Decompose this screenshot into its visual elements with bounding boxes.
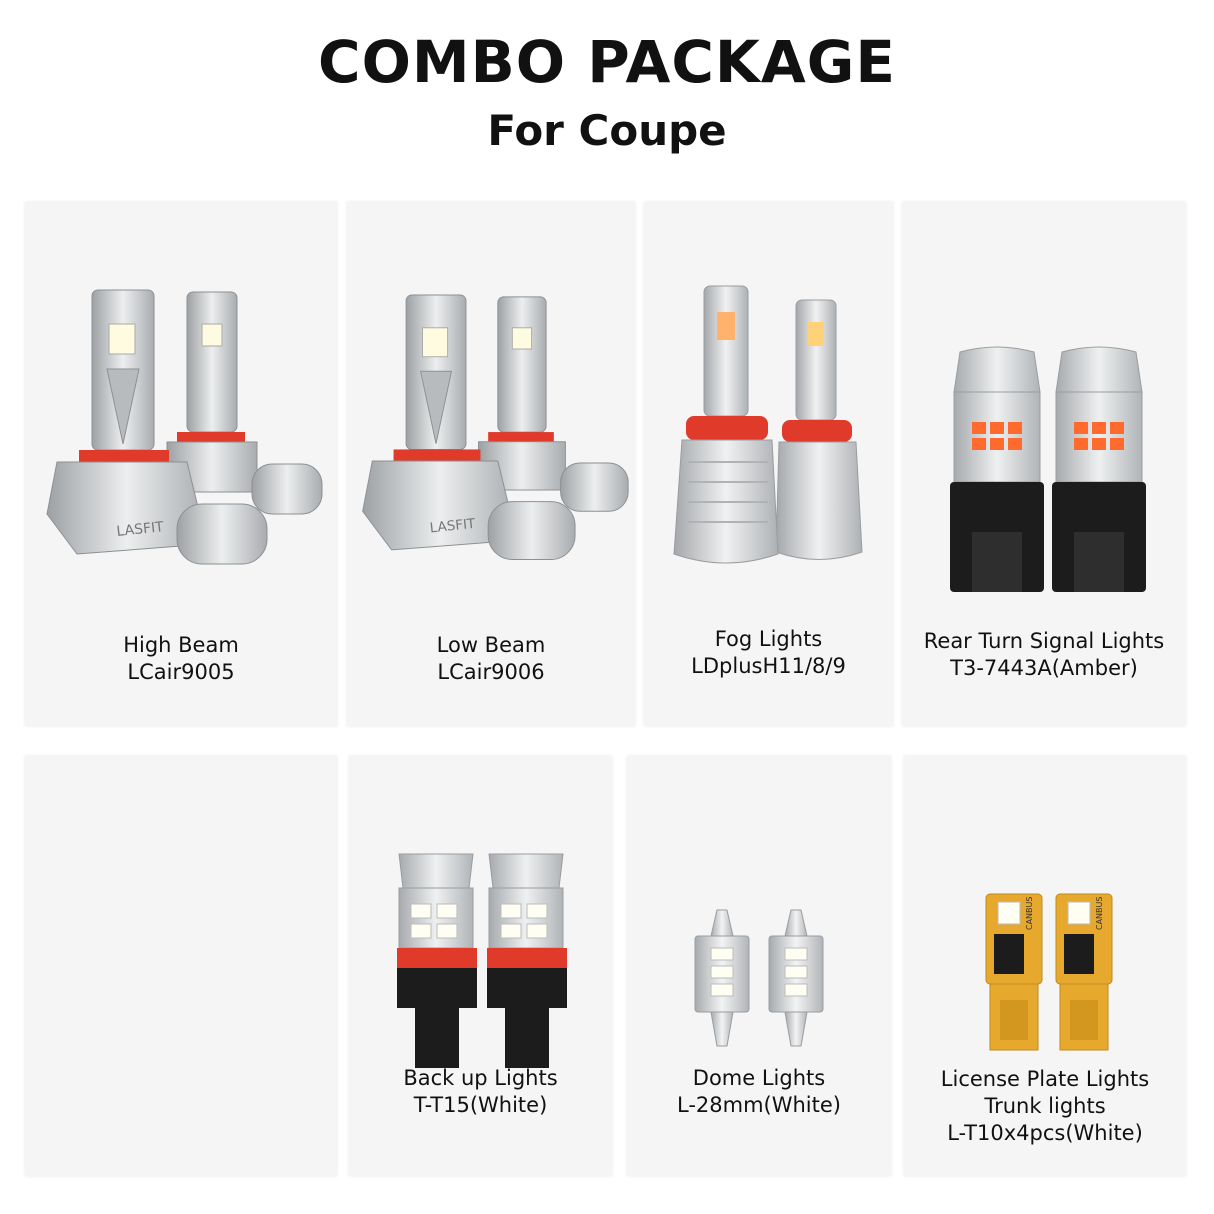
- canbus-marking: CANBUS: [1095, 897, 1104, 930]
- product-name: Fog Lights: [714, 627, 823, 651]
- product-label: High Beam LCair9005: [25, 632, 337, 686]
- wedge-bulb-amber-pair-icon: [950, 346, 1146, 592]
- canbus-marking: CANBUS: [1025, 897, 1034, 930]
- fog-bulb-pair-icon: [673, 285, 863, 564]
- product-card-dome-lights: Dome Lights L-28mm(White): [627, 756, 891, 1176]
- product-model: T3-7443A(Amber): [950, 656, 1138, 680]
- product-label: License Plate Lights Trunk lights L-T10x…: [904, 1066, 1186, 1147]
- product-card-rear-turn-signal: Rear Turn Signal Lights T3-7443A(Amber): [902, 202, 1186, 726]
- product-name: Dome Lights: [692, 1066, 826, 1090]
- product-name: License Plate Lights: [940, 1067, 1150, 1091]
- empty-card: [25, 756, 337, 1176]
- product-model: T-T15(White): [413, 1093, 548, 1117]
- product-name: Rear Turn Signal Lights: [923, 629, 1165, 653]
- product-model: LCair9005: [127, 660, 235, 684]
- product-card-fog-lights: Fog Lights LDplusH11/8/9: [644, 202, 893, 726]
- product-card-back-up-lights: Back up Lights T-T15(White): [349, 756, 612, 1176]
- product-label: Fog Lights LDplusH11/8/9: [644, 626, 893, 680]
- product-label: Rear Turn Signal Lights T3-7443A(Amber): [902, 628, 1186, 682]
- headlight-bulb-pair-icon: LASFIT: [46, 289, 323, 565]
- lasfit-logo: LASFIT: [116, 519, 165, 540]
- product-model: LCair9006: [437, 660, 545, 684]
- product-model: LDplusH11/8/9: [691, 654, 846, 678]
- product-name: Low Beam: [436, 633, 546, 657]
- wedge-bulb-white-pair-icon: [397, 853, 567, 1068]
- product-label: Dome Lights L-28mm(White): [627, 1065, 891, 1119]
- product-model: L-28mm(White): [677, 1093, 841, 1117]
- product-card-low-beam: LASFIT Low Beam LCair9006: [347, 202, 635, 726]
- page-title: COMBO PACKAGE: [318, 28, 896, 96]
- page-subtitle: For Coupe: [487, 106, 727, 155]
- t10-bulb-pair-icon: CANBUS CANBUS: [985, 893, 1113, 1051]
- product-name: High Beam: [123, 633, 239, 657]
- product-model: L-T10x4pcs(White): [947, 1121, 1143, 1145]
- product-label: Low Beam LCair9006: [347, 632, 635, 686]
- product-card-high-beam: LASFIT High Beam LCair9005: [25, 202, 337, 726]
- product-name: Back up Lights: [403, 1066, 558, 1090]
- lasfit-logo: LASFIT: [429, 516, 477, 537]
- product-label: Back up Lights T-T15(White): [349, 1065, 612, 1119]
- product-card-license-plate-lights: CANBUS CANBUS License Plate Lights Trunk…: [904, 756, 1186, 1176]
- product-name-line2: Trunk lights: [984, 1094, 1106, 1118]
- festoon-bulb-pair-icon: [694, 909, 824, 1047]
- headlight-bulb-pair-icon: LASFIT: [362, 294, 629, 560]
